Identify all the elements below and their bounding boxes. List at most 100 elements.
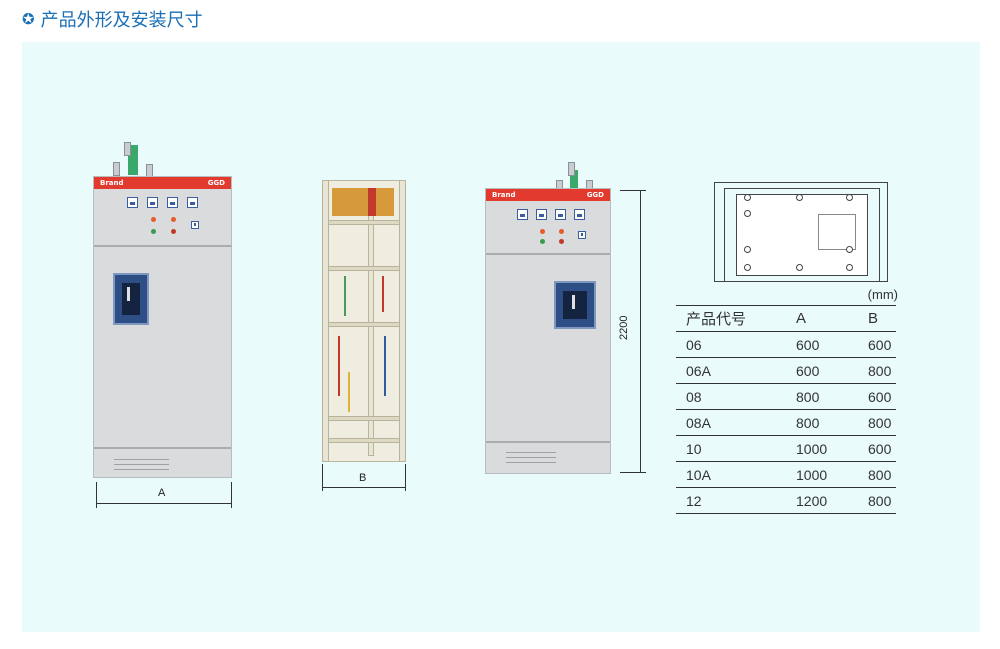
dimension-label-b: B xyxy=(359,472,367,484)
table-cell: 06A xyxy=(676,357,786,384)
cabinet-body: Brand GGD xyxy=(93,176,232,478)
table-row: 12 1200 800 xyxy=(676,487,896,514)
frame-rail xyxy=(328,322,400,327)
panel-divider xyxy=(94,447,231,449)
top-view-diagram xyxy=(712,180,890,288)
column-header: 产品代号 xyxy=(676,305,786,332)
wire xyxy=(384,336,386,396)
cabinet-top-bar: Brand GGD xyxy=(94,177,231,189)
table-row: 08A 800 800 xyxy=(676,409,896,436)
brand-label: Brand xyxy=(492,191,516,199)
wire xyxy=(344,276,346,316)
meter-icon xyxy=(517,209,528,220)
section-title: 产品外形及安装尺寸 xyxy=(40,10,203,31)
wire xyxy=(338,336,340,396)
panel-divider xyxy=(486,253,610,255)
vent-line xyxy=(506,462,556,463)
cabinet-body: Brand GGD xyxy=(485,188,611,474)
indicator-lamp xyxy=(151,229,156,234)
table-cell: 10A xyxy=(676,461,786,488)
mount-hole xyxy=(846,194,853,201)
table-cell: 600 xyxy=(786,331,858,358)
mount-hole xyxy=(796,264,803,271)
table-cell: 600 xyxy=(858,383,896,410)
table-cell: 800 xyxy=(786,383,858,410)
front-cabinet-2: Brand GGD 2200 xyxy=(482,160,652,480)
section-heading: ✪ 产品外形及安装尺寸 xyxy=(22,6,203,32)
mount-hole xyxy=(846,246,853,253)
frame-rail xyxy=(328,438,400,443)
busbar xyxy=(128,145,138,175)
table-cell: 1200 xyxy=(786,487,858,514)
busbar xyxy=(570,170,578,194)
table-row: 06A 600 800 xyxy=(676,357,896,384)
indicator-lamp xyxy=(171,217,176,222)
dimension-tick xyxy=(620,472,646,473)
cabinet-frame xyxy=(322,180,406,462)
frame-rail xyxy=(328,416,400,421)
table-cell: 12 xyxy=(676,487,786,514)
busbar-red xyxy=(368,188,376,216)
dimension-tick xyxy=(96,482,97,508)
meter-icon xyxy=(574,209,585,220)
meter-icon xyxy=(127,197,138,208)
dimension-tick xyxy=(322,464,323,491)
frame-rail xyxy=(328,220,400,225)
meter-icon xyxy=(147,197,158,208)
mount-hole xyxy=(846,264,853,271)
table-cell: 800 xyxy=(858,487,896,514)
indicator-lamp xyxy=(151,217,156,222)
column-header: B xyxy=(858,305,896,332)
dimension-line xyxy=(322,487,406,488)
mount-hole xyxy=(744,210,751,217)
table-header-row: 产品代号 A B xyxy=(676,305,896,332)
table-row: 10 1000 600 xyxy=(676,435,896,462)
dimension-tick xyxy=(231,482,232,508)
table-cell: 800 xyxy=(858,357,896,384)
dimension-label-height: 2200 xyxy=(618,315,630,340)
vent-line xyxy=(114,459,169,460)
breaker-window xyxy=(554,281,596,329)
vent-line xyxy=(114,464,169,465)
indicator-lamp xyxy=(171,229,176,234)
terminal xyxy=(113,162,120,176)
meter-icon xyxy=(167,197,178,208)
table-cell: 1000 xyxy=(786,435,858,462)
mount-hole xyxy=(744,194,751,201)
vent-line xyxy=(506,452,556,453)
panel-divider xyxy=(94,245,231,247)
busbar-block xyxy=(332,188,394,216)
indicator-lamp xyxy=(559,239,564,244)
panel-divider xyxy=(486,441,610,443)
table-row: 08 800 600 xyxy=(676,383,896,410)
table-row: 06 600 600 xyxy=(676,331,896,358)
mount-hole xyxy=(796,194,803,201)
front-cabinet-1: Brand GGD A xyxy=(90,140,235,510)
switch-icon xyxy=(578,231,586,239)
mount-hole xyxy=(744,264,751,271)
cabinet-top-bar: Brand GGD xyxy=(486,189,610,201)
model-label: GGD xyxy=(586,191,604,199)
table-cell: 600 xyxy=(858,331,896,358)
table-cell: 600 xyxy=(786,357,858,384)
side-cabinet: B xyxy=(318,176,410,491)
indicator-lamp xyxy=(559,229,564,234)
indicator-lamp xyxy=(540,229,545,234)
indicator-lamp xyxy=(540,239,545,244)
dimension-tick xyxy=(405,464,406,491)
mount-hole xyxy=(744,246,751,253)
unit-label: (mm) xyxy=(867,287,898,302)
table-cell: 10 xyxy=(676,435,786,462)
table-cell: 600 xyxy=(858,435,896,462)
frame-post xyxy=(399,180,406,462)
table-cell: 800 xyxy=(858,409,896,436)
model-label: GGD xyxy=(207,179,225,187)
brand-label: Brand xyxy=(100,179,124,187)
column-header: A xyxy=(786,305,858,332)
frame-rail xyxy=(328,266,400,271)
meter-icon xyxy=(555,209,566,220)
table-cell: 08A xyxy=(676,409,786,436)
vent-line xyxy=(506,457,556,458)
switch-icon xyxy=(191,221,199,229)
table-row: 10A 1000 800 xyxy=(676,461,896,488)
